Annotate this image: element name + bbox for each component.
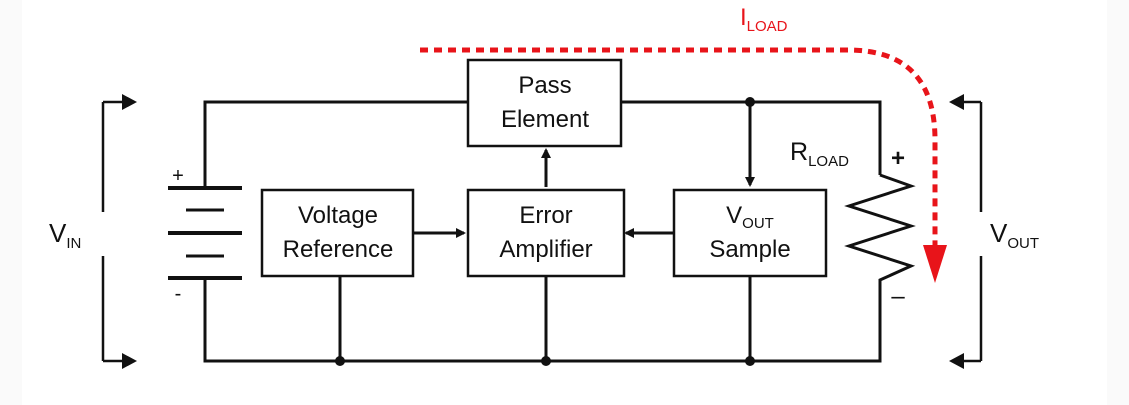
- error-amplifier-line1: Error: [519, 202, 572, 229]
- vout-bottom-arrowhead: [949, 353, 964, 369]
- bottom-wire: [203, 278, 882, 363]
- voltage-reference-line1: Voltage: [298, 202, 378, 229]
- error-amplifier-line2: Amplifier: [499, 236, 592, 263]
- error-amplifier-block: [466, 188, 626, 278]
- vin-top-arrowhead: [122, 94, 137, 110]
- pass-element-block: [466, 58, 623, 148]
- voltage-reference-line2: Reference: [283, 236, 394, 263]
- right-edge-strip: [1107, 0, 1129, 405]
- voltage-reference-block: [260, 188, 415, 278]
- vin-bottom-arrowhead: [122, 353, 137, 369]
- load-resistor: [844, 173, 916, 285]
- vout-sample-block: [672, 188, 828, 278]
- vout-top-arrowhead: [949, 94, 964, 110]
- battery-symbol: [168, 186, 242, 280]
- iload-label: ILOAD: [740, 4, 788, 35]
- battery-minus-sign: -: [175, 283, 182, 305]
- vout-sample-line2: Sample: [709, 236, 790, 263]
- load-current-arrowhead: [923, 245, 947, 283]
- pass-element-line2: Element: [501, 106, 589, 133]
- vin-label: VIN: [49, 218, 81, 252]
- load-current-path: [420, 47, 938, 245]
- rload-label: RLOAD: [790, 138, 849, 170]
- load-plus-sign: +: [891, 145, 905, 172]
- vin-label-gap: [78, 212, 128, 256]
- junction-dots: [335, 97, 755, 366]
- top-right-wire: [621, 100, 882, 175]
- top-left-wire: [203, 100, 468, 188]
- left-edge-strip: [0, 0, 22, 405]
- battery-plus-sign: +: [172, 165, 184, 187]
- pass-element-line1: Pass: [518, 72, 571, 99]
- vout-label-gap: [972, 212, 998, 256]
- load-minus-sign: –: [891, 283, 905, 310]
- signal-arrows: [413, 102, 755, 238]
- vout-sample-line1: VOUT: [726, 202, 774, 232]
- vout-label: VOUT: [990, 218, 1039, 252]
